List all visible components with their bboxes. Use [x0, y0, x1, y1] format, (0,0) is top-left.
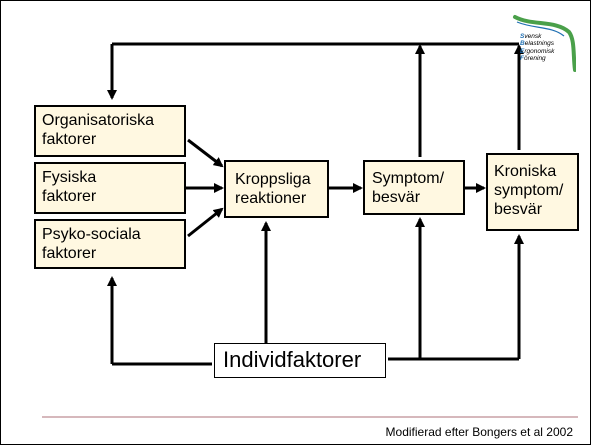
box-chronic-label: Kroniska symptom/ besvär — [494, 163, 564, 219]
box-chronic-symptoms: Kroniska symptom/ besvär — [486, 153, 579, 231]
sbef-logo: Svensk Belastnings Ergonomisk Förening — [512, 14, 576, 72]
logo-line-1: Svensk — [520, 33, 542, 40]
arrow-psychosocial-to-reactions — [187, 207, 224, 238]
logo-line-3: Ergonomisk — [520, 47, 555, 55]
logo-line-2: Belastnings — [520, 40, 554, 48]
box-body-reactions-label: Kroppsliga reaktioner — [235, 171, 311, 208]
box-psychosocial-factors: Psyko-sociala faktorer — [34, 219, 186, 269]
box-organisational-factors: Organisatoriska faktorer — [34, 105, 186, 157]
footer-credit: Modifierad efter Bongers et al 2002 — [385, 425, 573, 439]
box-body-reactions: Kroppsliga reaktioner — [224, 160, 329, 218]
box-individual-factors: Individfaktorer — [214, 343, 386, 378]
box-symptoms: Symptom/ besvär — [363, 160, 465, 215]
arrow-organisational-to-reactions — [187, 138, 224, 168]
box-psychosocial-label: Psyko-sociala faktorer — [42, 226, 141, 263]
box-symptoms-label: Symptom/ besvär — [372, 170, 445, 207]
box-individual-label: Individfaktorer — [223, 347, 362, 372]
sbef-logo-swoosh-icon — [513, 15, 576, 72]
logo-line-4: Förening — [520, 55, 546, 63]
box-physical-label: Fysiska faktorer — [42, 169, 97, 206]
box-organisational-label: Organisatoriska faktorer — [42, 112, 155, 149]
box-physical-factors: Fysiska faktorer — [34, 162, 186, 214]
